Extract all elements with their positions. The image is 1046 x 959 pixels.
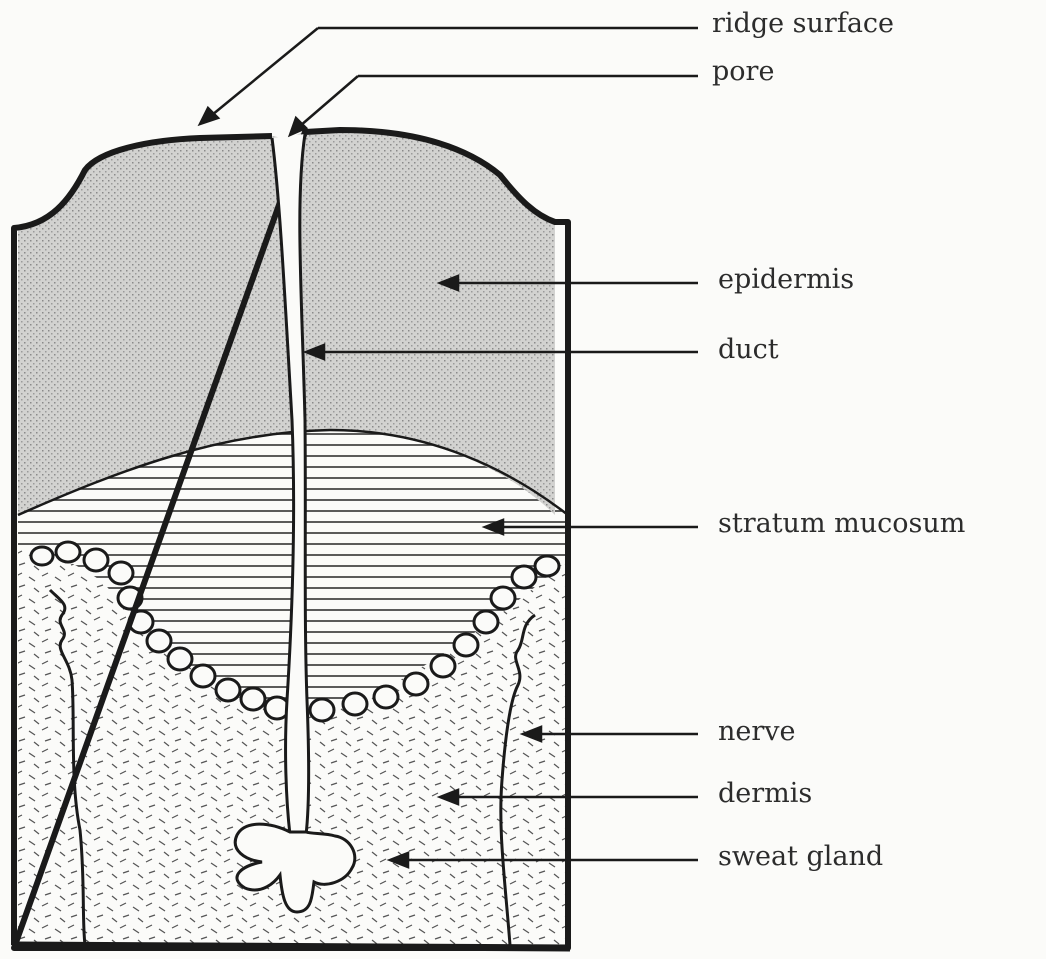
- sweat-gland-label: sweat gland: [718, 843, 883, 870]
- stratum-mucosum-label: stratum mucosum: [718, 510, 965, 537]
- pore-label: pore: [712, 58, 774, 85]
- dermis-label: dermis: [718, 780, 812, 807]
- ridge-surface-label: ridge surface: [712, 10, 894, 37]
- epidermis-label: epidermis: [718, 266, 854, 293]
- nerve-label: nerve: [718, 718, 796, 745]
- duct-label: duct: [718, 336, 779, 363]
